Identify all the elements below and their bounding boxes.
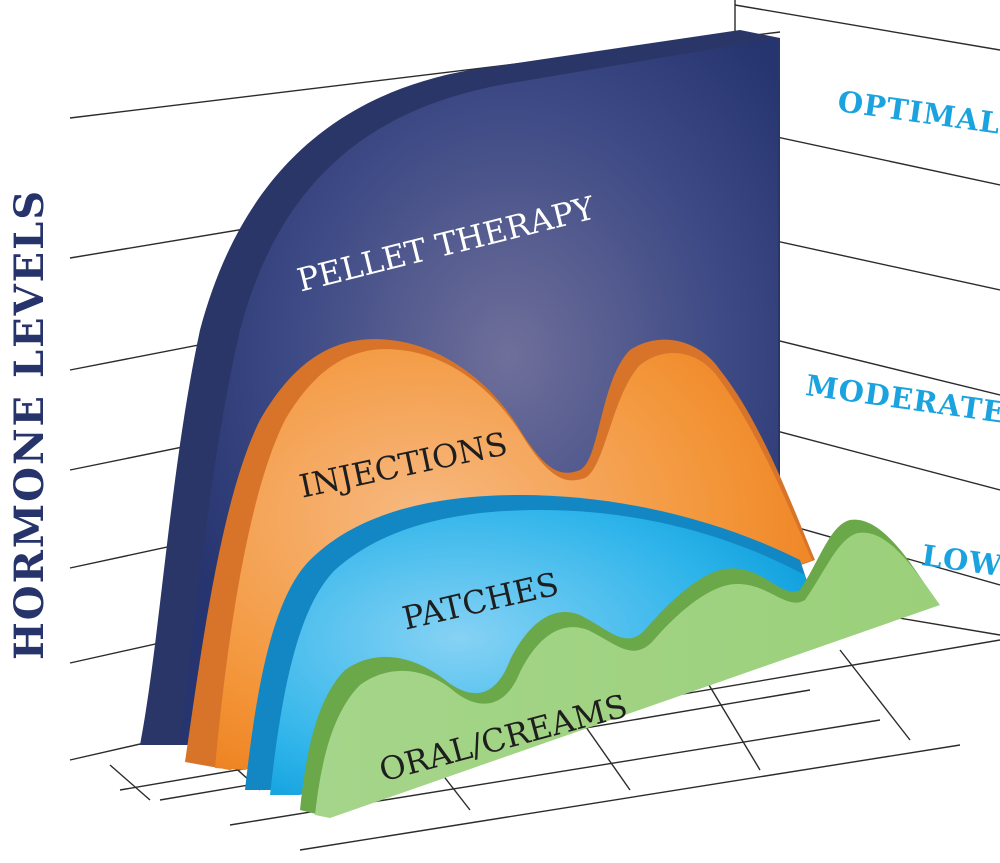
series-oral-creams	[300, 519, 940, 818]
gridline	[299, 744, 961, 851]
gridline	[734, 4, 1000, 51]
gridline	[109, 764, 151, 801]
y-axis-label: HORMONE LEVELS	[6, 188, 53, 660]
oral-creams-area	[315, 532, 940, 818]
gridline	[699, 669, 761, 771]
gridline	[839, 649, 911, 741]
